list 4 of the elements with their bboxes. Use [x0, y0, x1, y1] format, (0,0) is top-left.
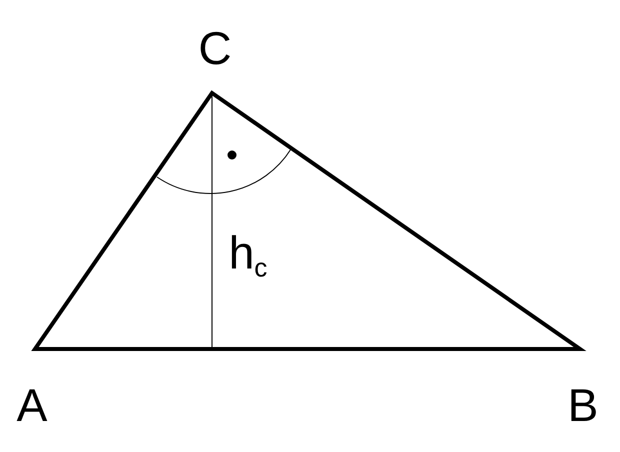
vertex-label: B [568, 382, 598, 428]
vertex-label: C [198, 25, 232, 71]
height-label: h$_{c}$ [228, 230, 268, 280]
vertex-label: A [16, 382, 48, 428]
